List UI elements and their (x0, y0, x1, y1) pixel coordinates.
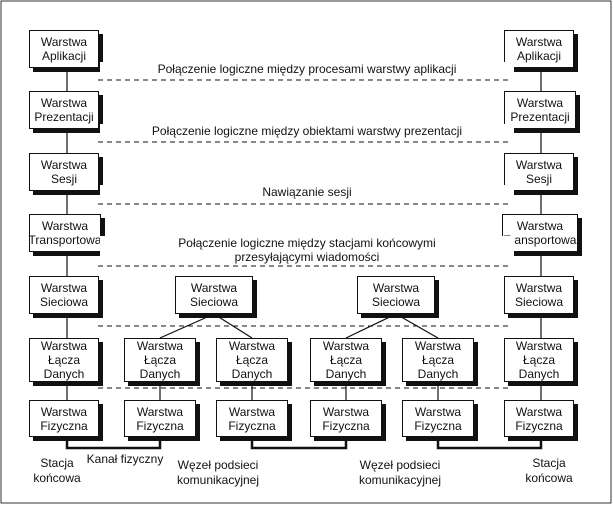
left-end-station-caption: Stacja końcowa (33, 456, 81, 485)
trans-connection-label-2: przesyłającymi wiadomości (100, 250, 514, 264)
physical-link-3 (436, 437, 543, 450)
right-end-station-caption: Stacja końcowa (525, 456, 573, 485)
pres-connection-label: Połączenie logiczne między obiektami war… (100, 124, 514, 138)
subnet-node1-caption: Węzeł podsieci komunikacyjnej (176, 458, 260, 487)
physical-channel-caption: Kanał fizyczny (86, 452, 164, 466)
physical-link-1 (65, 437, 162, 450)
trans-connection-label-1: Połączenie logiczne między stacjami końc… (100, 236, 514, 250)
app-connection-label: Połączenie logiczne między procesami war… (100, 62, 514, 76)
sess-connection-label: Nawiązanie sesji (100, 185, 514, 199)
physical-link-2 (250, 437, 348, 450)
subnet-node2-caption: Węzeł podsieci komunikacyjnej (358, 458, 442, 487)
